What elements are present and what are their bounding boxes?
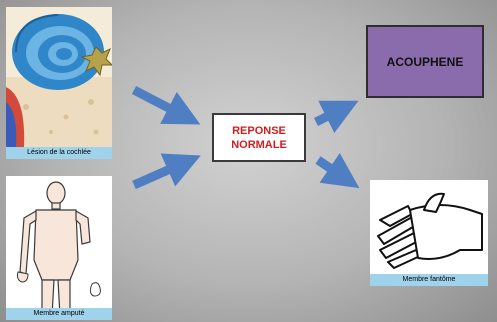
tinnitus-box: ACOUPHENE — [366, 25, 484, 98]
arrow-amputee-to-response — [132, 153, 201, 190]
cochlea-caption: Lésion de la cochlée — [6, 147, 112, 159]
phantom-limb-caption: Membre fantôme — [370, 274, 488, 286]
cochlea-illustration — [6, 7, 112, 159]
phantom-limb-panel: Membre fantôme — [370, 180, 488, 286]
arrow-response-to-phantom — [315, 152, 360, 189]
tinnitus-label: ACOUPHENE — [386, 54, 464, 69]
human-body-illustration — [6, 176, 112, 320]
normal-response-box: REPONSE NORMALE — [212, 113, 306, 162]
arrow-cochlea-to-response — [131, 86, 201, 125]
response-line-2: NORMALE — [231, 138, 287, 151]
response-line-1: REPONSE — [232, 124, 286, 137]
arrow-response-to-tinnitus — [313, 100, 359, 133]
hand-illustration — [370, 180, 488, 286]
amputee-caption: Membre amputé — [6, 308, 112, 320]
cochlea-lesion-panel: Lésion de la cochlée — [6, 7, 112, 159]
amputee-panel: Membre amputé — [6, 176, 112, 320]
